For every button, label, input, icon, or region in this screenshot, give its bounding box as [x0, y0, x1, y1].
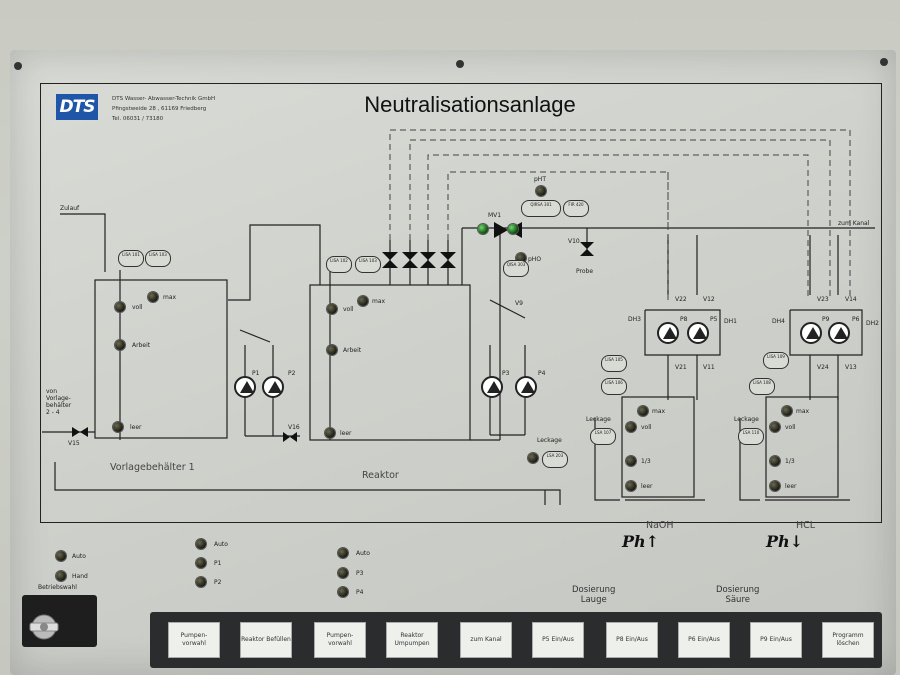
naoh-leckage-label: Leckage: [586, 416, 611, 423]
reaktor-led-max: [358, 296, 368, 306]
pump-p5: [687, 322, 709, 344]
reaktor-indicator-2: LISA 103: [355, 256, 381, 273]
hcl-led-leer: [770, 481, 780, 491]
dosierung-saeure-label: Dosierung Säure: [716, 585, 760, 605]
hcl-handwritten-note: Ph↓: [766, 532, 804, 551]
screw: [456, 60, 464, 68]
group1-led-p2: [196, 577, 206, 587]
reaktor-led-arbeit: [327, 345, 337, 355]
vorlage-indicator-1: LISA 101: [118, 250, 144, 267]
button-p5[interactable]: P5 Ein/Aus: [532, 622, 584, 658]
zum-kanal-label: zum Kanal: [838, 220, 870, 227]
hcl-indicator-2: LISA 109: [763, 352, 789, 369]
group2-led-p3: [338, 568, 348, 578]
diagram-frame: [40, 83, 882, 523]
reaktor-leckage-label: Leckage: [537, 437, 562, 444]
naoh-indicator-2: LISA 106: [601, 378, 627, 395]
pump-p3: [481, 376, 503, 398]
von-vorlage-label: von Vorlage- behälter 2 - 4: [46, 388, 72, 416]
reaktor-tank-name: Reaktor: [362, 470, 399, 481]
pump-p2: [262, 376, 284, 398]
mv1-led-right: [508, 224, 518, 234]
betriebswahl-label: Betriebswahl: [38, 584, 77, 591]
company-address: DTS Wasser- Abwasser-Technik GmbH Pfings…: [112, 96, 216, 122]
pump-p6: [828, 322, 850, 344]
panel-title: Neutralisationsanlage: [364, 92, 576, 117]
probe-label: Probe: [576, 268, 594, 275]
pump-p4: [515, 376, 537, 398]
mode-led-hand: [56, 571, 66, 581]
reaktor-led-voll: [327, 304, 337, 314]
button-p6[interactable]: P6 Ein/Aus: [678, 622, 730, 658]
mv1-label: MV1: [488, 212, 502, 219]
v15-label: V15: [68, 440, 80, 447]
mv1-led-left: [478, 224, 488, 234]
button-reaktor-umpumpen[interactable]: Reaktor Umpumpen: [386, 622, 438, 658]
pump-p9: [800, 322, 822, 344]
mode-key-switch[interactable]: [22, 595, 97, 647]
hcl-leckage-indicator: LSA 110: [738, 428, 764, 445]
screw: [14, 62, 22, 70]
naoh-led-max: [638, 406, 648, 416]
pht-led: [536, 186, 546, 196]
naoh-indicator-1: LISA 105: [601, 355, 627, 372]
pho-led: [516, 253, 526, 263]
naoh-led-third: [626, 456, 636, 466]
naoh-handwritten-note: Ph↑: [622, 532, 660, 551]
group1-led-auto: [196, 539, 206, 549]
naoh-led-leer: [626, 481, 636, 491]
mode-led-auto: [56, 551, 66, 561]
pump-p8: [657, 322, 679, 344]
vorlage-tank-name: Vorlagebehälter 1: [110, 462, 195, 473]
group1-led-p1: [196, 558, 206, 568]
mimic-panel: [10, 50, 896, 675]
naoh-led-voll: [626, 422, 636, 432]
qisa-indicator: QISA 303: [503, 260, 529, 277]
hcl-led-voll: [770, 422, 780, 432]
reaktor-indicator-1: LISA 102: [326, 256, 352, 273]
v9-label: V9: [515, 300, 523, 307]
button-p9[interactable]: P9 Ein/Aus: [750, 622, 802, 658]
hcl-leckage-label: Leckage: [734, 416, 759, 423]
screw: [880, 58, 888, 66]
button-p8[interactable]: P8 Ein/Aus: [606, 622, 658, 658]
reaktor-led-leer: [325, 428, 335, 438]
naoh-leckage-indicator: LSA 107: [590, 428, 616, 445]
group2-led-auto: [338, 548, 348, 558]
reaktor-leckage-led: [528, 453, 538, 463]
pho-label: pHO: [528, 256, 542, 263]
dosierung-lauge-label: Dosierung Lauge: [572, 585, 616, 605]
key-icon: [29, 614, 59, 640]
vorlage-led-voll: [115, 302, 125, 312]
reaktor-leckage-indicator: LSA 203: [542, 451, 568, 468]
v10-label: V10: [568, 238, 580, 245]
button-zum-kanal[interactable]: zum Kanal: [460, 622, 512, 658]
hcl-led-third: [770, 456, 780, 466]
naoh-tank-name: NaOH: [646, 520, 674, 531]
vorlage-led-max: [148, 292, 158, 302]
button-pumpenvorwahl-1[interactable]: Pumpen- vorwahl: [168, 622, 220, 658]
button-programm-loeschen[interactable]: Programm löschen: [822, 622, 874, 658]
vorlage-indicator-2: LISA 103: [145, 250, 171, 267]
hcl-led-max: [782, 406, 792, 416]
hcl-indicator-1: LISA 108: [749, 378, 775, 395]
pht-label: pHT: [534, 176, 546, 183]
zulauf-label: Zulauf: [60, 205, 80, 212]
company-logo: DTS: [56, 94, 98, 120]
pump-p1: [234, 376, 256, 398]
v16-label: V16: [288, 424, 300, 431]
vorlage-led-arbeit: [115, 340, 125, 350]
button-pumpenvorwahl-2[interactable]: Pumpen- vorwahl: [314, 622, 366, 658]
fir-indicator: FIR 420: [563, 200, 589, 217]
vorlage-led-leer: [113, 422, 123, 432]
button-reaktor-befuellen[interactable]: Reaktor Befüllen: [240, 622, 292, 658]
hcl-tank-name: HCL: [796, 520, 816, 531]
qirsa-indicator: QIRSA 301: [521, 200, 561, 217]
group2-led-p4: [338, 587, 348, 597]
